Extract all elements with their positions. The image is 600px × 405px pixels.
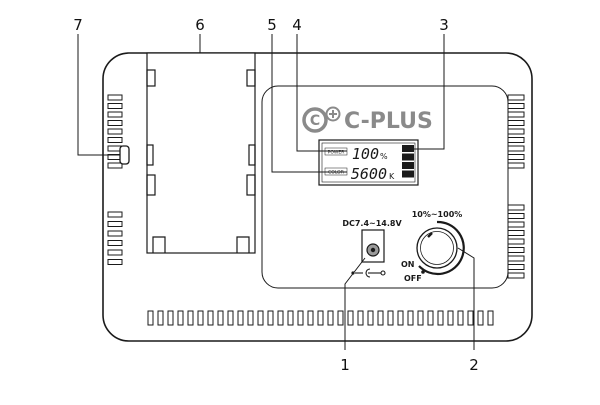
logo-circle-icon	[302, 107, 328, 133]
leader-line-5	[271, 34, 347, 173]
vent-slot	[367, 310, 374, 326]
vent-slot	[257, 310, 264, 326]
callout-number-1: 1	[340, 356, 350, 374]
vent-slot	[507, 94, 525, 101]
brand-logo: C C-PLUS	[302, 106, 433, 134]
dial-range-label: 10%~100%	[412, 210, 463, 219]
vent-slot	[377, 310, 384, 326]
dial-arc	[418, 220, 465, 276]
battery-plate	[146, 52, 256, 254]
left-vent-slots	[107, 94, 123, 265]
vent-slot	[437, 310, 444, 326]
vent-slot	[157, 310, 164, 326]
vent-slot	[237, 310, 244, 326]
callout-number-7: 7	[73, 16, 83, 34]
leader-line-7	[77, 34, 120, 156]
vent-slot	[147, 310, 154, 326]
callout-number-2: 2	[469, 356, 479, 374]
lcd-display: POWER 100 % COLOR 5600 K	[318, 139, 419, 186]
vent-slot	[297, 310, 304, 326]
vent-slot	[397, 310, 404, 326]
leader-line-1	[344, 257, 366, 350]
callout-number-5: 5	[267, 16, 277, 34]
vent-slot	[227, 310, 234, 326]
vent-slot	[457, 310, 464, 326]
vent-slot	[387, 310, 394, 326]
leader-lines	[77, 34, 475, 350]
vent-slot	[487, 310, 494, 326]
callout-numbers: 1 2 3 4 5 6 7	[73, 16, 479, 374]
leader-line-2	[457, 247, 475, 350]
vent-slot	[327, 310, 334, 326]
vent-slot	[267, 310, 274, 326]
side-button	[119, 145, 130, 165]
logo-name: C-PLUS	[344, 109, 433, 134]
power-value: 100	[352, 145, 379, 163]
vent-slot	[107, 221, 123, 227]
vent-slot	[477, 310, 484, 326]
callout-number-6: 6	[195, 16, 205, 34]
bottom-vent-slots	[147, 310, 494, 326]
callout-number-4: 4	[292, 16, 302, 34]
vent-slot	[107, 111, 123, 118]
vent-slot	[277, 310, 284, 326]
leader-line-3	[410, 34, 445, 150]
vent-slot	[107, 162, 123, 169]
vent-slot	[317, 310, 324, 326]
vent-slot	[107, 137, 123, 143]
power-tag: POWER	[328, 150, 345, 156]
logo-plus-icon	[329, 110, 337, 118]
vent-slot	[217, 310, 224, 326]
vent-slot	[107, 128, 123, 135]
dial-off-dot	[421, 270, 425, 274]
color-unit: K	[389, 172, 395, 181]
vent-slot	[357, 310, 364, 326]
dc-input-jack: DC7.4~14.8V	[342, 219, 402, 278]
dial-on-label: ON	[401, 260, 415, 269]
vent-slot	[447, 310, 454, 326]
vent-slot	[207, 310, 214, 326]
vent-slot	[177, 310, 184, 326]
vent-slot	[107, 94, 123, 101]
vent-slot	[287, 310, 294, 326]
vent-slot	[107, 230, 123, 237]
vent-slot	[427, 310, 434, 326]
color-tag: COLOR	[328, 170, 344, 176]
vent-slot	[467, 310, 474, 326]
vent-slot	[247, 310, 254, 326]
logo-letter: C	[310, 113, 320, 129]
vent-slot	[187, 310, 194, 326]
dial-off-label: OFF	[404, 274, 422, 283]
vent-slot	[347, 310, 354, 326]
vent-slot	[197, 310, 204, 326]
leader-line-4	[296, 34, 347, 152]
vent-slot	[107, 211, 123, 218]
power-unit: %	[380, 152, 388, 161]
vent-slot	[107, 259, 123, 265]
vent-slot	[337, 310, 344, 326]
vent-slot	[407, 310, 414, 326]
vent-slot	[417, 310, 424, 326]
dc-jack-label: DC7.4~14.8V	[342, 219, 402, 228]
vent-slot	[107, 249, 123, 256]
vent-slot	[107, 103, 123, 109]
color-value: 5600	[351, 165, 387, 183]
vent-slot	[107, 120, 123, 126]
dimmer-dial: 10%~100% ON OFF	[401, 210, 465, 283]
battery-level-icon	[402, 145, 414, 178]
vent-slot	[167, 310, 174, 326]
callout-number-3: 3	[439, 16, 449, 34]
vent-slot	[107, 240, 123, 246]
vent-slot	[307, 310, 314, 326]
